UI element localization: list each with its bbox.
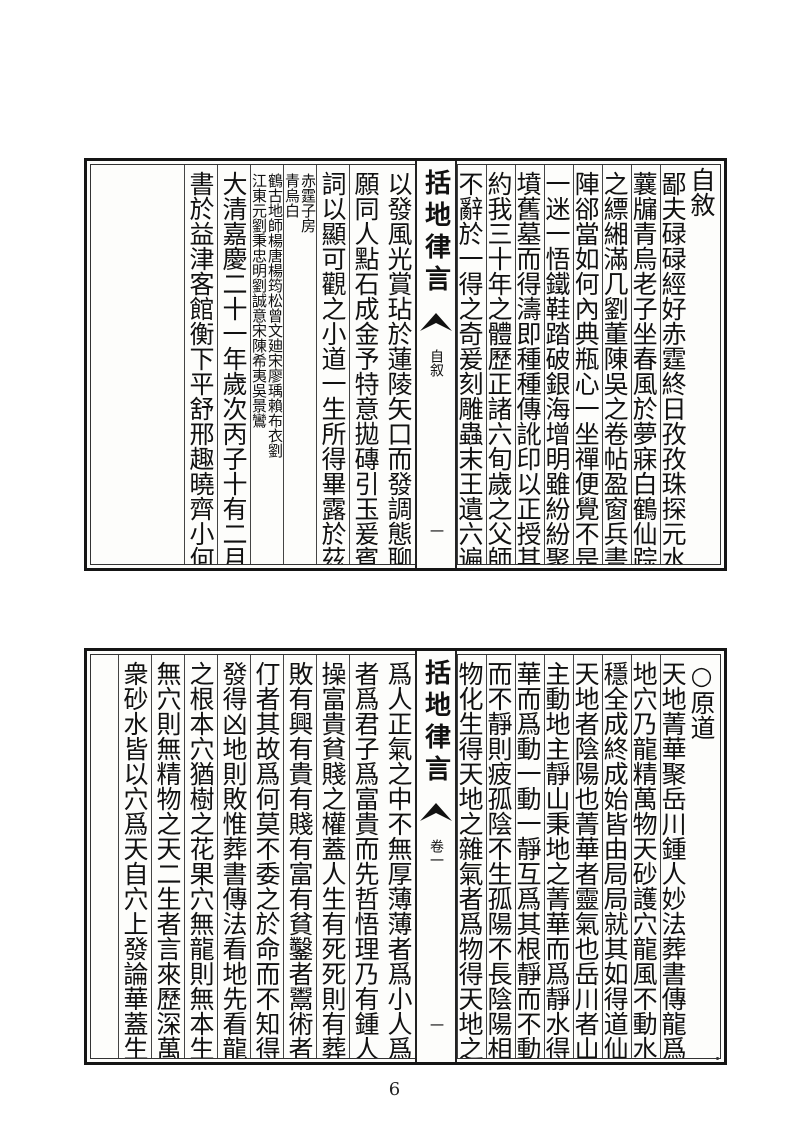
center-fold: 括地律言 卷一 一 bbox=[415, 651, 457, 1062]
text-column: 操富貴貧賤之權蓋人生有死死則有葬葬則有 bbox=[316, 655, 349, 1058]
folio: 一 bbox=[428, 524, 444, 538]
lower-spread: ○原道 天地菁華聚岳川鍾人妙法葬書傳龍爲穴本二生 地穴乃龍精萬物天砂護穴龍風不動… bbox=[84, 648, 727, 1065]
section-label: 自叙 bbox=[428, 349, 444, 377]
text-column: 爲人正氣之中不無厚薄薄者爲小人爲貧賤厚 bbox=[384, 661, 413, 1058]
text-column: 墳舊墓而得濤即種種傳訛印以正授其言而不惑 bbox=[515, 165, 544, 564]
scan-speck bbox=[716, 1057, 719, 1060]
text-column: 之根本穴猶樹之花果穴無龍則無本生之地龍 bbox=[184, 655, 217, 1058]
text-column: 約我三十年之體歷正諸六旬歲之父師蘄山翁水 bbox=[486, 165, 515, 564]
heading: 自敘 bbox=[689, 167, 716, 217]
text-column: 以發風光賞玷於蓮陵矢口而發調態聊規於元白 bbox=[384, 171, 413, 564]
text-column: 發得凶地則敗惟葬書傳法看地先看龍龍猶樹 bbox=[217, 655, 250, 1058]
annotation-column: 鶴古地師楊唐楊筠松曾文廸宋廖瑀賴布衣劉 江東元劉秉忠明劉誠意宋陳希夷吳景鸞 bbox=[250, 165, 283, 564]
text-column: 詞以顯可觀之小道一生所得畢露於茲 bbox=[316, 165, 349, 564]
center-fold: 括地律言 自叙 一 bbox=[415, 161, 457, 568]
fishtail-mark-icon bbox=[420, 313, 452, 331]
text-column: 大清嘉慶二十一年歲次丙子十有二月上浣日重 bbox=[217, 165, 250, 564]
text-column: 地穴乃龍精萬物天砂護穴龍風不動水交龍穴局 bbox=[631, 655, 660, 1058]
text-column: 陣郤當如何內典瓶心一坐禪便覺不是且學且看 bbox=[573, 165, 602, 564]
text-column: 仃者其故爲何莫不委之於命而不知得吉地則 bbox=[250, 655, 283, 1058]
text-column: 願同人點石成金予特意拋磚引玉爰賓抗雅之文 bbox=[349, 165, 382, 564]
text-column: 物化生得天地之雜氣者爲物得天地之正氣者 bbox=[456, 655, 486, 1058]
upper-right-page: 自敘 鄙夫碌碌經好赤霆終日孜孜珠探元水見道範於 蘘牖青烏老子坐春風於夢寐白鶴仙踪… bbox=[456, 165, 718, 564]
text-column: 而不靜則疲孤陰不生孤陽不長陰陽相交而萬 bbox=[486, 655, 515, 1058]
upper-left-page: 以發風光賞玷於蓮陵矢口而發調態聊規於元白 願同人點石成金予特意拋磚引玉爰賓抗雅之… bbox=[93, 165, 415, 564]
text-column: 蘘牖青烏老子坐春風於夢寐白鶴仙踪揚曾廖賴 bbox=[631, 165, 660, 564]
text-column: 書於益津客館衡下平舒邢趣曉齊小何山人題 bbox=[184, 165, 217, 564]
upper-spread: 自敘 鄙夫碌碌經好赤霆終日孜孜珠探元水見道範於 蘘牖青烏老子坐春風於夢寐白鶴仙踪… bbox=[84, 158, 727, 571]
running-title: 括地律言 bbox=[420, 169, 451, 297]
fishtail-mark-icon bbox=[420, 803, 452, 821]
text-column: 之縹緗滿几劉董陳吳之卷帖盈窗兵書滿腹及臨 bbox=[602, 165, 631, 564]
text-column: 天地者陰陽也菁華者靈氣也岳川者山水也天 bbox=[573, 655, 602, 1058]
text-column: 天地菁華聚岳川鍾人妙法葬書傳龍爲穴本二生 bbox=[660, 655, 689, 1058]
text-column: 穩全成終成始皆由局局就其如得道仙 bbox=[602, 655, 631, 1058]
annotation-line: 青烏白 bbox=[284, 173, 300, 218]
text-column: 華而爲動一動一靜互爲其根靜而不動則死動 bbox=[515, 655, 544, 1058]
text-column: 衆砂水皆以穴爲天自穴上發論華蓋生發龍 bbox=[118, 655, 151, 1058]
text-column: 鄙夫碌碌經好赤霆終日孜孜珠探元水見道範於 bbox=[660, 165, 689, 564]
text-column: 不辭於一得之奇爰刻雕蟲末王遺六遍之誚在情 bbox=[456, 165, 486, 564]
text-column: 者爲君子爲富貴而先哲悟理乃有鍾人妙法能 bbox=[349, 655, 382, 1058]
annotation-line: 鶴古地師楊唐楊筠松曾文廸宋廖瑀賴布衣劉 bbox=[267, 173, 283, 458]
annotation-line: 赤霆子房 bbox=[300, 173, 316, 233]
page-number: 6 bbox=[388, 1079, 401, 1100]
folio: 一 bbox=[428, 1018, 444, 1032]
text-column: 敗有興有貴有賤有富有貧鑿者鬻術者伶 bbox=[283, 655, 316, 1058]
annotation-column: 赤霆子房 青烏白 bbox=[283, 165, 316, 564]
lower-left-page: 爲人正氣之中不無厚薄薄者爲小人爲貧賤厚 者爲君子爲富貴而先哲悟理乃有鍾人妙法能 … bbox=[93, 655, 415, 1058]
text-column: 無穴則無精物之天二生者言來歷深萬物者言 bbox=[151, 655, 184, 1058]
heading: ○原道 bbox=[689, 661, 716, 740]
running-title: 括地律言 bbox=[420, 659, 451, 787]
annotation-line: 江東元劉秉忠明劉誠意宋陳希夷吳景鸞 bbox=[251, 173, 267, 428]
section-label: 卷一 bbox=[428, 839, 444, 867]
lower-right-page: ○原道 天地菁華聚岳川鍾人妙法葬書傳龍爲穴本二生 地穴乃龍精萬物天砂護穴龍風不動… bbox=[456, 655, 718, 1058]
text-column: 主動地主靜山秉地之菁華而爲靜水得天之菁 bbox=[544, 655, 573, 1058]
text-column: 一迷一悟鐵鞋踏破銀海增明雖紛紛聚訟斷以名 bbox=[544, 165, 573, 564]
